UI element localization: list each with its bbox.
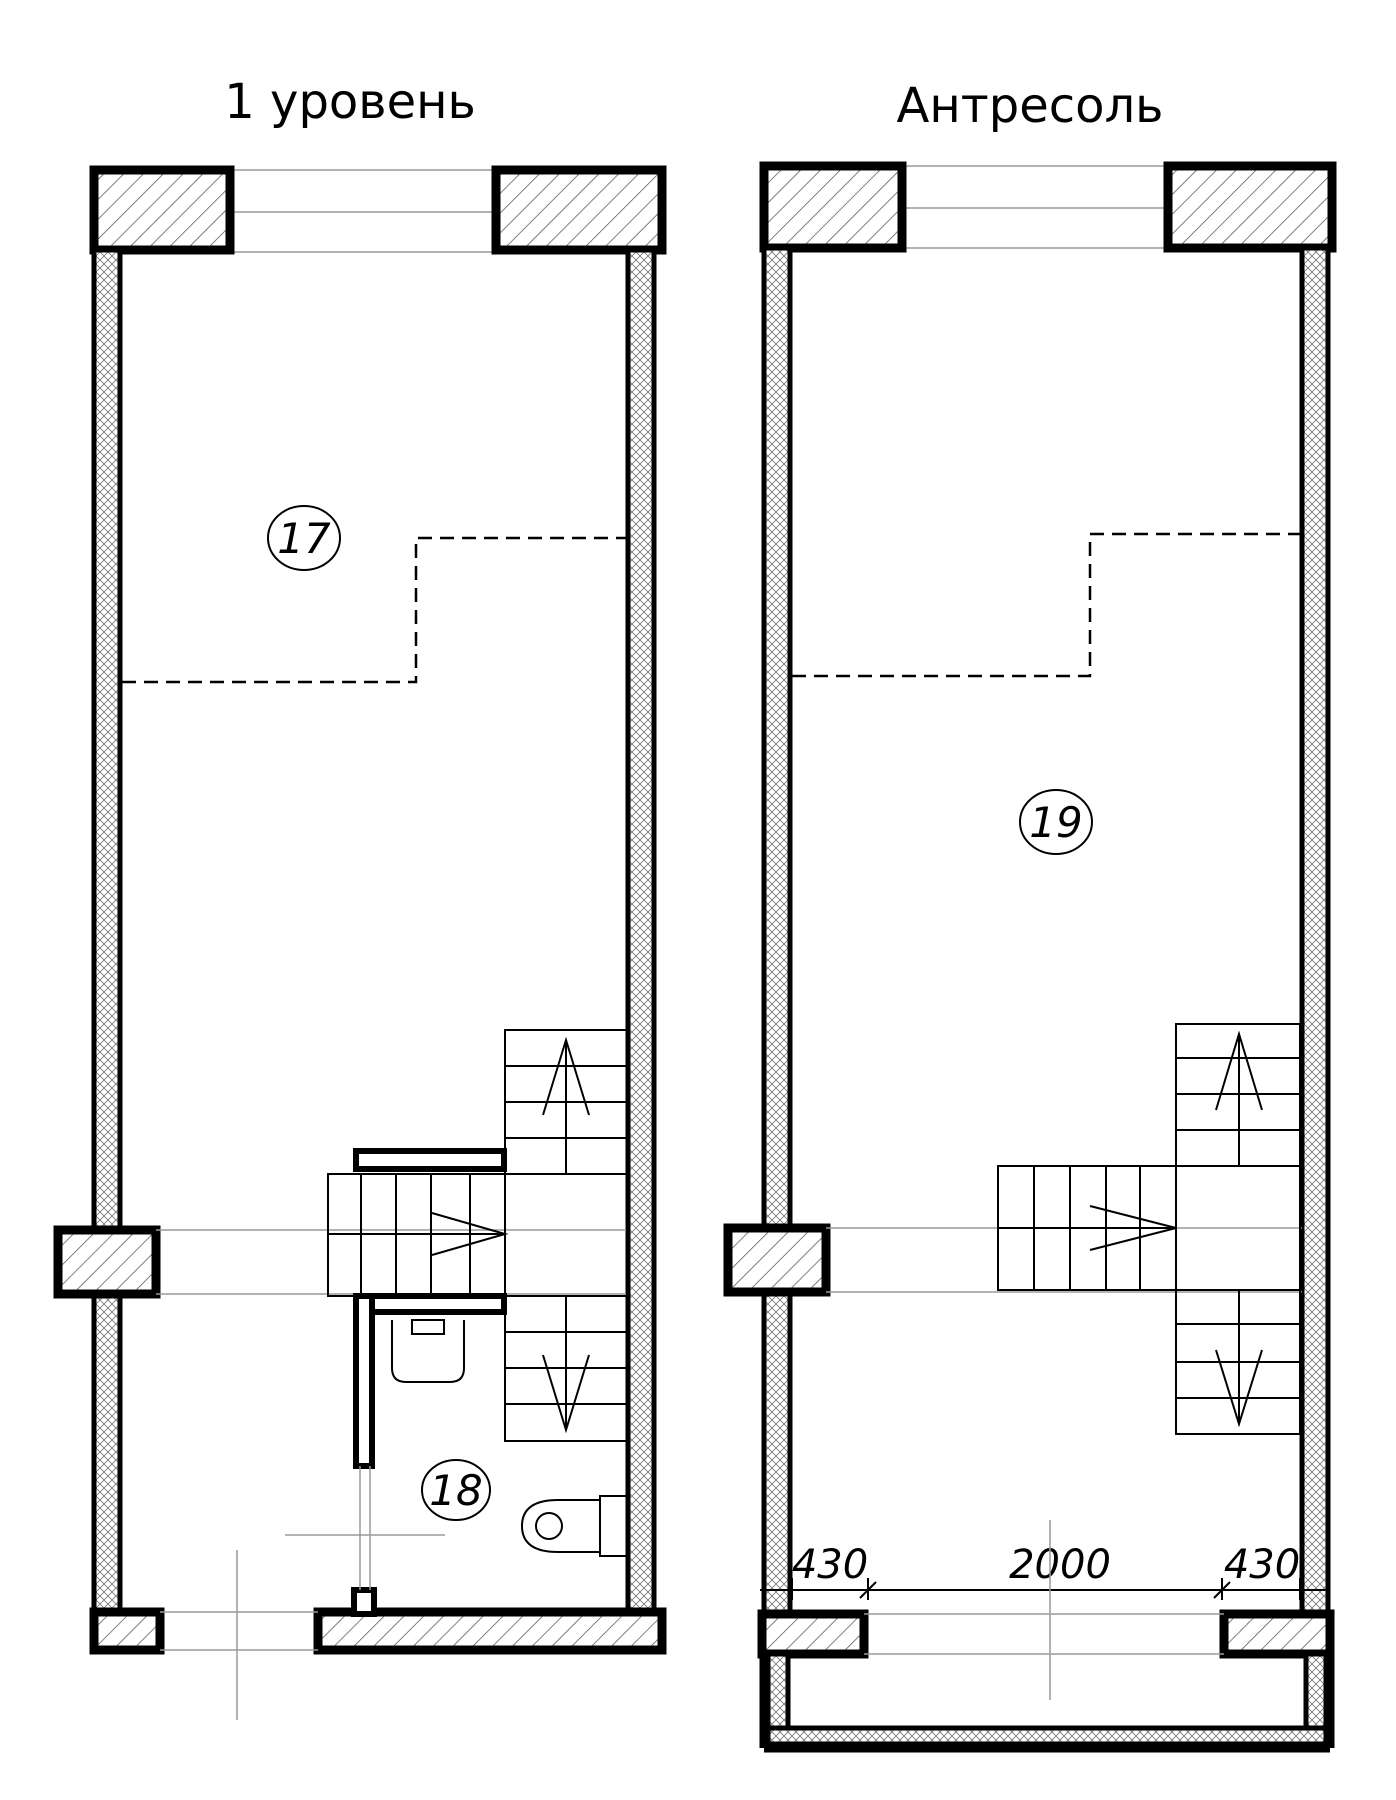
wall-block <box>53 1225 161 1299</box>
sink-fixture <box>391 1319 465 1383</box>
balcony <box>759 1651 1335 1753</box>
wall-block <box>89 1607 165 1655</box>
toilet-fixture <box>520 1495 628 1557</box>
stair-flight-down <box>1175 1289 1301 1435</box>
plan-title-level-1: 1 уровень <box>224 74 476 130</box>
stair-flight-up <box>1175 1023 1301 1167</box>
wall-block <box>1219 1609 1335 1659</box>
wall-block <box>89 165 235 255</box>
stair-flight-middle <box>327 1173 628 1297</box>
plan-level-1: 17 18 <box>53 165 667 1720</box>
wall-block <box>313 1607 667 1655</box>
wall-block <box>1163 161 1337 253</box>
room-number-17: 17 <box>277 514 331 563</box>
room-number-18: 18 <box>429 1466 482 1515</box>
side-wall-right <box>625 247 657 1615</box>
wall-block <box>723 1223 831 1297</box>
wall-block <box>757 1609 869 1659</box>
side-wall-left <box>761 245 793 1231</box>
room-marker <box>421 1459 491 1521</box>
side-wall-left <box>91 1291 123 1615</box>
stair-flight-down <box>504 1295 628 1442</box>
plan-title-mezzanine: Антресоль <box>897 78 1164 134</box>
room-marker <box>267 505 341 571</box>
partition-wall <box>353 1148 507 1172</box>
side-wall-left <box>761 1289 793 1621</box>
mezzanine-outline <box>122 536 626 684</box>
partition-wall <box>353 1293 375 1469</box>
dimension-430-left: 430 <box>792 1542 868 1588</box>
dimension-line <box>760 1578 1330 1600</box>
wall-block <box>491 165 667 255</box>
dimension-2000: 2000 <box>1009 1542 1111 1588</box>
stair-flight-up <box>504 1029 628 1175</box>
side-wall-right <box>1299 245 1331 1621</box>
dimension-430-right: 430 <box>1224 1542 1300 1588</box>
partition-wall <box>351 1587 377 1617</box>
plan-mezzanine: 19 430 2000 430 <box>723 161 1337 1753</box>
partition-wall <box>353 1293 507 1315</box>
side-wall-left <box>91 247 123 1233</box>
room-marker <box>1019 789 1093 855</box>
room-number-19: 19 <box>1029 798 1082 847</box>
wall-block <box>759 161 907 253</box>
mezzanine-outline <box>792 532 1300 678</box>
